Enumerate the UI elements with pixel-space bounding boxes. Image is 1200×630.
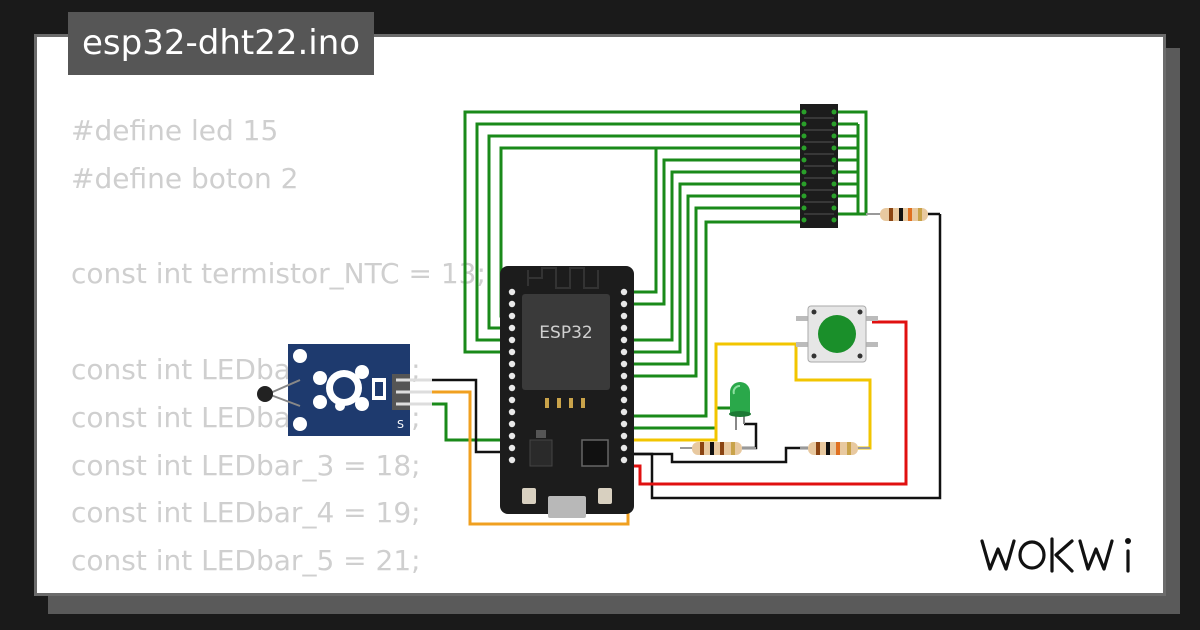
right-pin-header (620, 288, 628, 464)
project-filename: esp32-dht22.ino (68, 12, 375, 75)
resistor-button[interactable] (800, 442, 870, 455)
sensor-signal-wire (410, 402, 512, 442)
code-line: const int LEDbar_5 = 21; (71, 544, 421, 578)
ground-wires (410, 212, 942, 500)
green-led[interactable] (729, 382, 751, 430)
resistor-ledbar[interactable] (866, 208, 928, 221)
chip-label: ESP32 (539, 323, 592, 343)
left-pin-header (508, 288, 516, 464)
resistor-led[interactable] (680, 442, 756, 455)
code-line: #define boton 2 (71, 161, 299, 195)
power-wire (624, 320, 908, 486)
sensor-pin-label: S (397, 418, 404, 431)
code-line: const int LEDbar_3 = 18; (71, 448, 421, 482)
led-bar-graph[interactable] (800, 104, 838, 228)
led-bar-wires-right (624, 110, 868, 418)
esp32-board[interactable]: ESP32 (500, 266, 634, 518)
led-signal-wire (624, 406, 736, 430)
code-line: const int termistor_NTC = 13; (71, 257, 486, 291)
code-line: #define led 15 (71, 114, 279, 147)
code-line: const int LEDbar_6 = 22; (71, 585, 486, 593)
push-button[interactable] (796, 305, 878, 363)
ntc-sensor-module[interactable]: S (257, 344, 432, 436)
code-line: const int LEDbar_4 = 19; (71, 496, 421, 530)
wokwi-logo (980, 537, 1131, 573)
